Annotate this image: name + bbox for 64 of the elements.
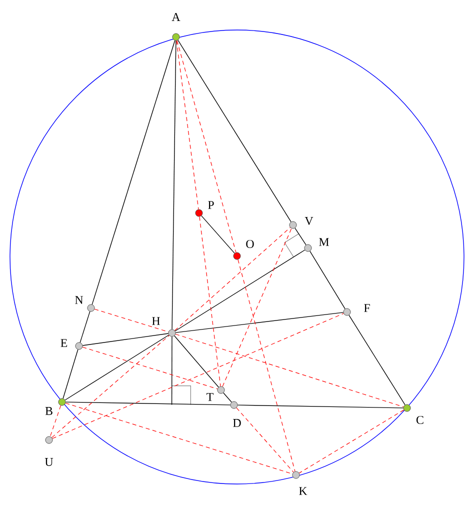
point: [403, 404, 411, 412]
line-segment: [176, 40, 236, 253]
point-label: D: [233, 419, 241, 427]
point-label: O: [246, 240, 254, 248]
point: [45, 436, 53, 444]
line-segment: [62, 349, 78, 399]
line-segment: [174, 336, 219, 388]
line-segment: [175, 312, 344, 333]
line-segment: [65, 402, 293, 474]
point: [304, 244, 312, 252]
point-label: K: [299, 487, 308, 495]
line-segment: [82, 333, 169, 346]
point: [87, 304, 95, 312]
line-segment: [176, 40, 199, 210]
line-segment: [80, 311, 90, 343]
point: [172, 33, 180, 41]
line-segment: [237, 404, 404, 408]
line-segment: [172, 40, 176, 330]
line-segment: [65, 402, 231, 406]
point-label: U: [44, 458, 54, 466]
point-label: F: [364, 304, 370, 312]
line-segment: [201, 215, 235, 254]
line-segment: [171, 336, 172, 406]
line-segment: [223, 392, 232, 403]
point: [58, 398, 66, 406]
line-segment: [199, 216, 221, 387]
line-segment: [52, 335, 170, 438]
line-segment: [82, 346, 218, 390]
line-segment: [348, 314, 406, 406]
point-label: H: [152, 317, 160, 325]
line-segment: [174, 227, 290, 331]
point: [292, 471, 300, 479]
point: [168, 329, 176, 337]
line-segment: [94, 308, 169, 332]
line-segment: [298, 410, 404, 474]
line-segment: [92, 40, 176, 305]
point-label: P: [208, 201, 214, 209]
right-angle-mark: [172, 386, 191, 405]
point-label: V: [304, 216, 314, 226]
point: [343, 308, 351, 316]
line-segment: [64, 334, 170, 400]
point-label: B: [45, 407, 52, 415]
line-segment: [175, 334, 404, 408]
point-label: M: [319, 238, 329, 246]
point: [230, 401, 238, 409]
line-segment: [174, 250, 306, 332]
line-segment: [310, 250, 346, 310]
point-label: A: [172, 13, 180, 21]
line-segment: [50, 405, 62, 437]
line-segment: [178, 40, 292, 222]
point-label: C: [416, 416, 424, 424]
line-segment: [294, 228, 306, 246]
point: [195, 209, 203, 217]
line-segment: [52, 313, 344, 439]
point-label: E: [60, 339, 68, 347]
line-segment: [222, 228, 292, 387]
point-label: T: [206, 393, 214, 401]
point: [233, 252, 241, 260]
line-segment: [236, 408, 294, 472]
line-segment: [238, 259, 296, 472]
point-label: N: [75, 296, 84, 304]
point: [289, 221, 297, 229]
point: [217, 386, 225, 394]
point: [75, 342, 83, 350]
